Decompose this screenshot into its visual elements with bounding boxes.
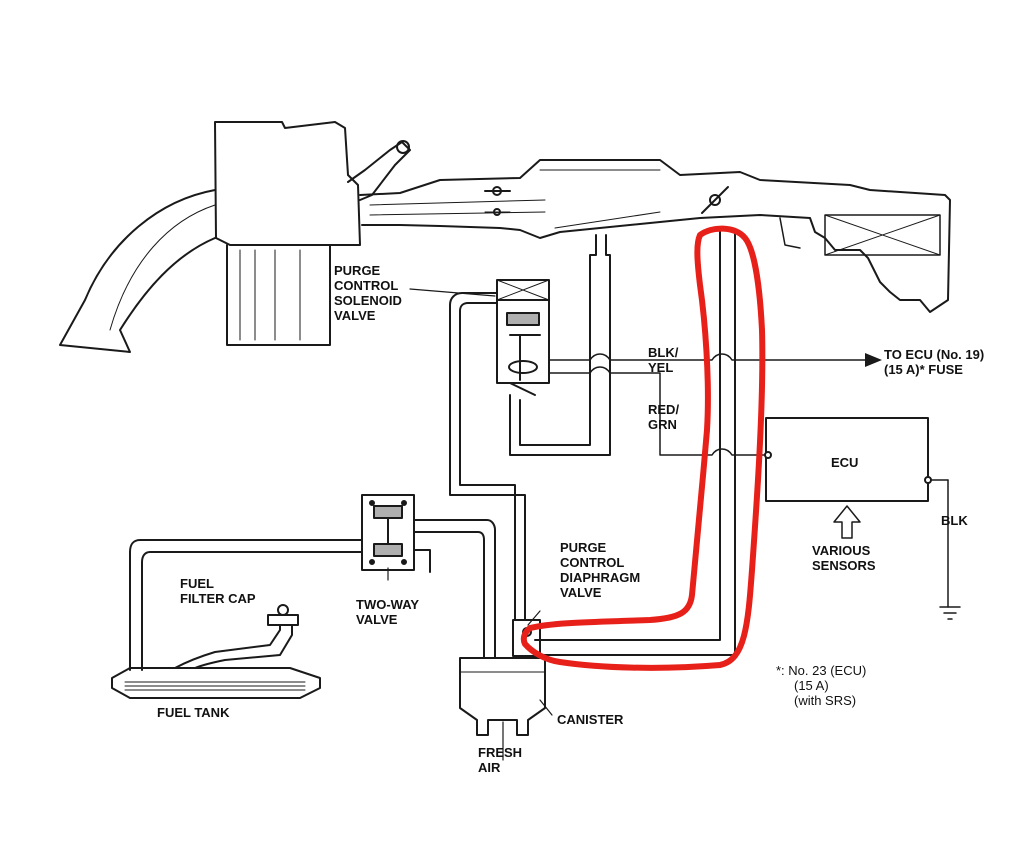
label-arrows [387, 288, 553, 761]
two-way-valve [361, 494, 415, 571]
fuel-filler-neck [174, 604, 299, 669]
purge-diaphragm-label: PURGE CONTROL DIAPHRAGM VALVE [560, 540, 641, 600]
arrow-to-ecu [865, 353, 882, 367]
ecu-label: ECU [831, 455, 859, 470]
wiring [548, 353, 961, 620]
highlighted-hose [520, 225, 766, 671]
red-grn-label: RED/ GRN [648, 402, 680, 432]
fuel-tank-label: FUEL TANK [157, 705, 230, 720]
various-sensors-label: VARIOUS SENSORS [812, 543, 876, 573]
vacuum-port-line [509, 234, 611, 456]
canister [459, 657, 546, 736]
engine-block [214, 121, 361, 346]
fuel-tank [111, 667, 321, 699]
tank-vent-hose [129, 539, 363, 671]
valve-canister-hose [413, 519, 496, 659]
sensors-arrow [833, 505, 861, 539]
breather-elbow [347, 140, 411, 201]
canister-label: CANISTER [557, 712, 624, 727]
fresh-air-label: FRESH AIR [478, 745, 523, 775]
to-ecu-label: TO ECU (No. 19) (15 A)* FUSE [884, 347, 985, 377]
blk-yel-label: BLK/ YEL [648, 345, 679, 375]
throttle-body [359, 159, 951, 313]
fuel-filter-cap-label: FUEL FILTER CAP [180, 576, 256, 606]
ecu-box [765, 417, 929, 502]
blk-ground-label: BLK [941, 513, 968, 528]
intake-duct [59, 189, 216, 353]
purge-solenoid-valve [496, 279, 550, 396]
solenoid-canister-hose [449, 292, 526, 621]
two-way-valve-label: TWO-WAY VALVE [356, 597, 420, 627]
footnote: *: No. 23 (ECU) (15 A) (with SRS) [776, 663, 867, 708]
purge-solenoid-label: PURGE CONTROL SOLENOID VALVE [334, 263, 402, 323]
